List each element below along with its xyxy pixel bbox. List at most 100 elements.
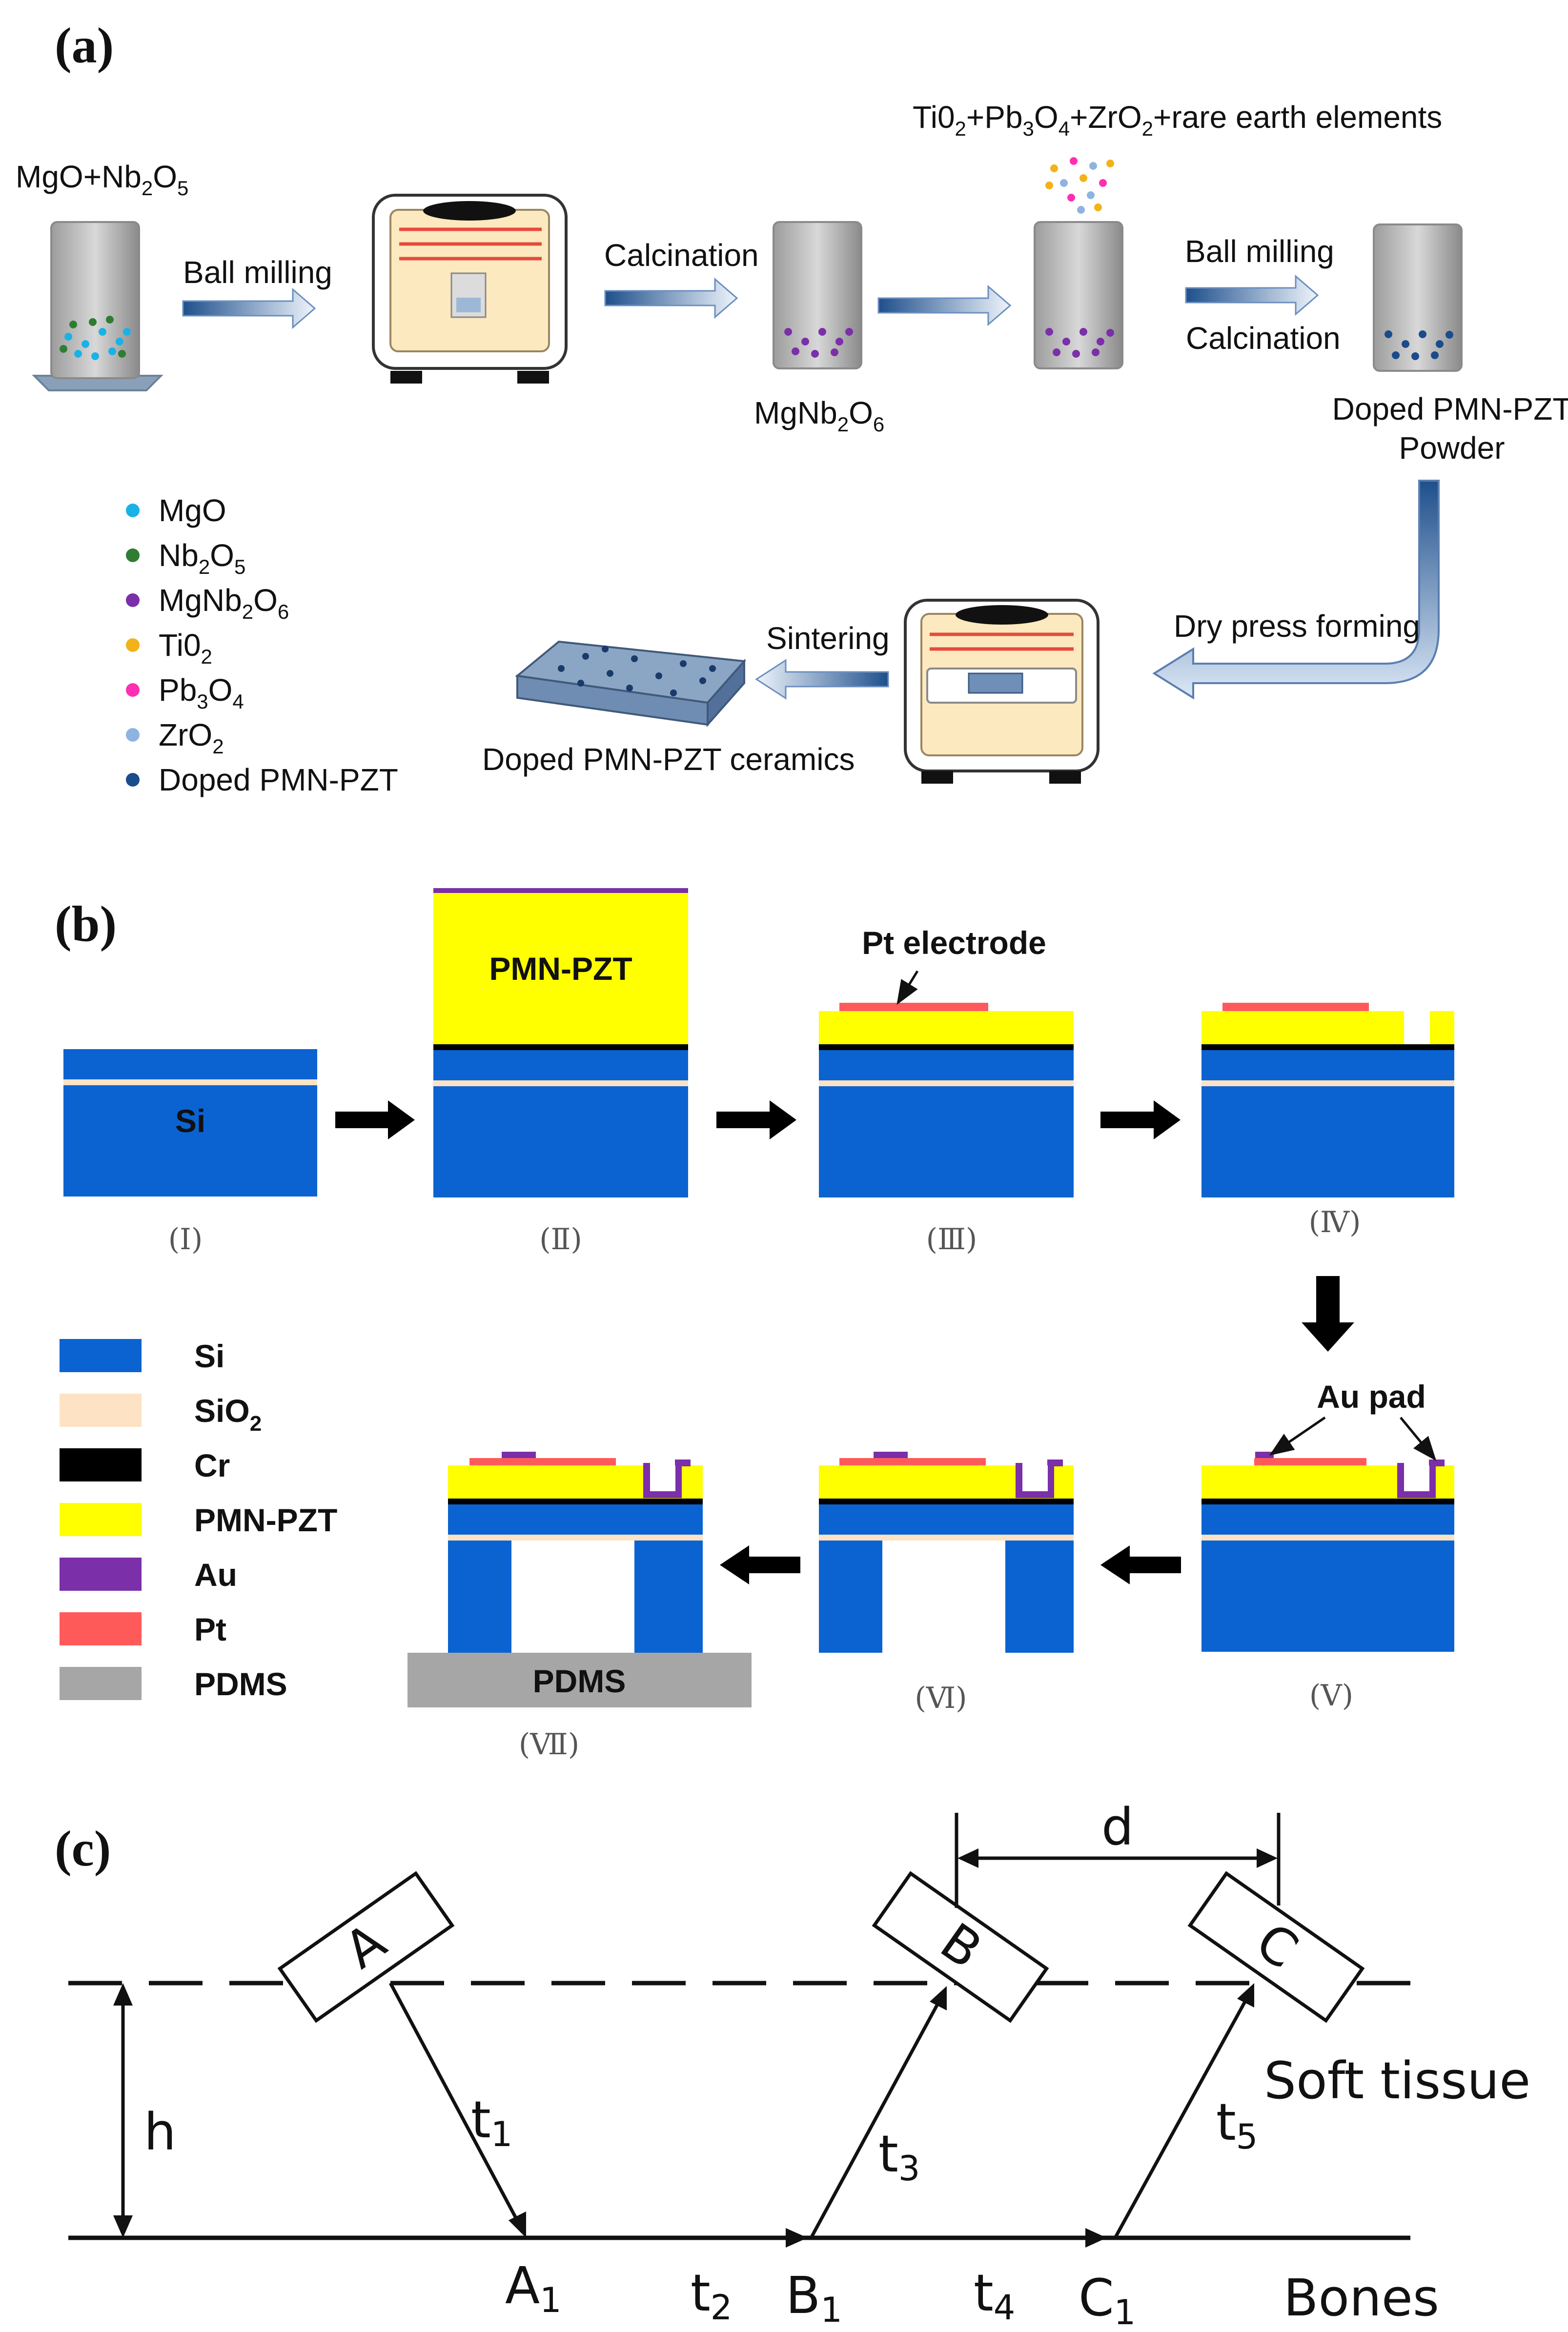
h-arrowhead-bottom [113, 2215, 133, 2238]
arrow-mix [877, 284, 1012, 326]
panel-label-a: (a) [55, 18, 114, 74]
arrow-dry-press [1152, 480, 1440, 700]
label-calcination: Calcination [604, 238, 759, 273]
probe-a: A [277, 1871, 455, 2023]
label-t4: t4 [974, 2263, 1015, 2328]
arrowhead-t2 [786, 2228, 808, 2248]
label-calcination-2: Calcination [1186, 321, 1341, 356]
legend-label: SiO2 [194, 1393, 262, 1436]
probe-c: C [1187, 1871, 1365, 2023]
arrow-ball-milling-calcination [1185, 274, 1319, 316]
arrow-sintering [755, 659, 889, 700]
label-dry-press-forming: Dry press forming [1174, 608, 1420, 644]
label-sintering: Sintering [766, 621, 890, 656]
arrow-calcination [604, 277, 738, 319]
process-arrow [1100, 1545, 1181, 1584]
legend-swatch [60, 1612, 142, 1645]
ceramic-plate-icon [515, 640, 747, 728]
process-arrow [716, 1100, 796, 1139]
path-t1 [388, 1982, 522, 2226]
label-mgo-nb2o5: MgO+Nb2O5 [16, 159, 188, 200]
arrowhead-t5 [1237, 1983, 1254, 2008]
arrowhead-t1 [509, 2211, 526, 2238]
legend-label: Ti02 [159, 628, 212, 668]
legend-swatch [60, 1339, 142, 1372]
label-pmn-pzt: PMN-PZT [489, 951, 632, 987]
beaker-additives [1034, 221, 1123, 369]
label-ball-milling-2: Ball milling [1185, 234, 1334, 269]
label-pt-electrode: Pt electrode [862, 925, 1046, 961]
step-7-stack: PDMS [407, 1452, 752, 1707]
label-bones: Bones [1283, 2268, 1439, 2328]
d-arrowhead-left [957, 1848, 978, 1868]
process-arrow-down [1302, 1276, 1354, 1352]
furnace-icon [372, 194, 568, 384]
legend-swatch [126, 773, 140, 787]
legend-label: PMN-PZT [194, 1502, 337, 1538]
label-t5: t5 [1216, 2092, 1258, 2157]
legend-label: Au [194, 1557, 237, 1593]
legend-label: Cr [194, 1447, 230, 1483]
panel-label-b: (b) [55, 896, 117, 952]
step-5-stack: Au pad [1201, 1379, 1454, 1652]
process-arrow [720, 1545, 800, 1584]
label-doped-powder-2: Powder [1399, 430, 1505, 466]
legend-label: Pt [194, 1611, 226, 1647]
step-label-6: (Ⅵ) [915, 1681, 967, 1715]
path-t5 [1113, 1997, 1249, 2239]
arrow-ball-milling [182, 287, 316, 329]
legend-swatch [126, 593, 140, 607]
label-doped-ceramics: Doped PMN-PZT ceramics [482, 742, 855, 777]
legend-swatch [60, 1503, 142, 1536]
legend-label: ZrO2 [159, 717, 224, 758]
legend-label: Doped PMN-PZT [159, 762, 398, 797]
process-arrow [1100, 1100, 1181, 1139]
legend-swatch [60, 1558, 142, 1591]
beaker-doped-powder [1373, 223, 1463, 372]
panel-label-c: (c) [55, 1821, 111, 1877]
legend-swatch [60, 1667, 142, 1700]
step-2-stack: PMN-PZT [433, 888, 688, 1197]
legend-label: Pb3O4 [159, 672, 244, 713]
probe-b: B [872, 1871, 1049, 2023]
label-mgnb2o6: MgNb2O6 [754, 395, 884, 436]
legend-label: Nb2O5 [159, 538, 245, 578]
arrowhead-t3 [930, 1986, 947, 2010]
label-doped-powder-1: Doped PMN-PZT [1332, 391, 1568, 426]
furnace-sintering-icon [904, 599, 1100, 784]
step-label-1: (Ⅰ) [168, 1222, 203, 1257]
label-c1: C1 [1079, 2268, 1136, 2332]
legend-label: MgO [159, 493, 226, 528]
step-1-stack: Si [63, 1049, 317, 1196]
label-a1: A1 [505, 2256, 562, 2320]
legend-swatch [126, 504, 140, 517]
label-si: Si [175, 1103, 205, 1139]
legend-label: MgNb2O6 [159, 583, 289, 623]
step-label-3: (Ⅲ) [926, 1222, 977, 1257]
label-ball-milling: Ball milling [183, 255, 332, 290]
label-h: h [144, 2102, 176, 2162]
label-t2: t2 [691, 2263, 732, 2328]
arrowhead-t4 [1085, 2228, 1107, 2248]
label-au-pad: Au pad [1317, 1379, 1426, 1415]
process-arrow [335, 1100, 415, 1139]
path-t3 [809, 2000, 941, 2239]
label-pdms: PDMS [533, 1663, 626, 1699]
beaker-mgnb2o6 [773, 221, 862, 369]
step-label-2: (Ⅱ) [539, 1222, 582, 1257]
legend-swatch [126, 548, 140, 562]
legend-swatch [126, 683, 140, 697]
label-t1: t1 [471, 2090, 512, 2154]
legend-swatch [60, 1448, 142, 1481]
step-label-7: (Ⅶ) [519, 1727, 579, 1762]
legend-swatch [126, 728, 140, 742]
label-additives: Ti02+Pb3O4+ZrO2+rare earth elements [913, 100, 1442, 140]
step-3-stack: Pt electrode [819, 925, 1074, 1197]
h-arrowhead-top [113, 1983, 133, 2006]
additive-particles [1045, 157, 1114, 214]
d-arrowhead-right [1257, 1848, 1278, 1868]
step-label-5: (Ⅴ) [1309, 1679, 1353, 1713]
label-soft-tissue: Soft tissue [1264, 2051, 1530, 2110]
